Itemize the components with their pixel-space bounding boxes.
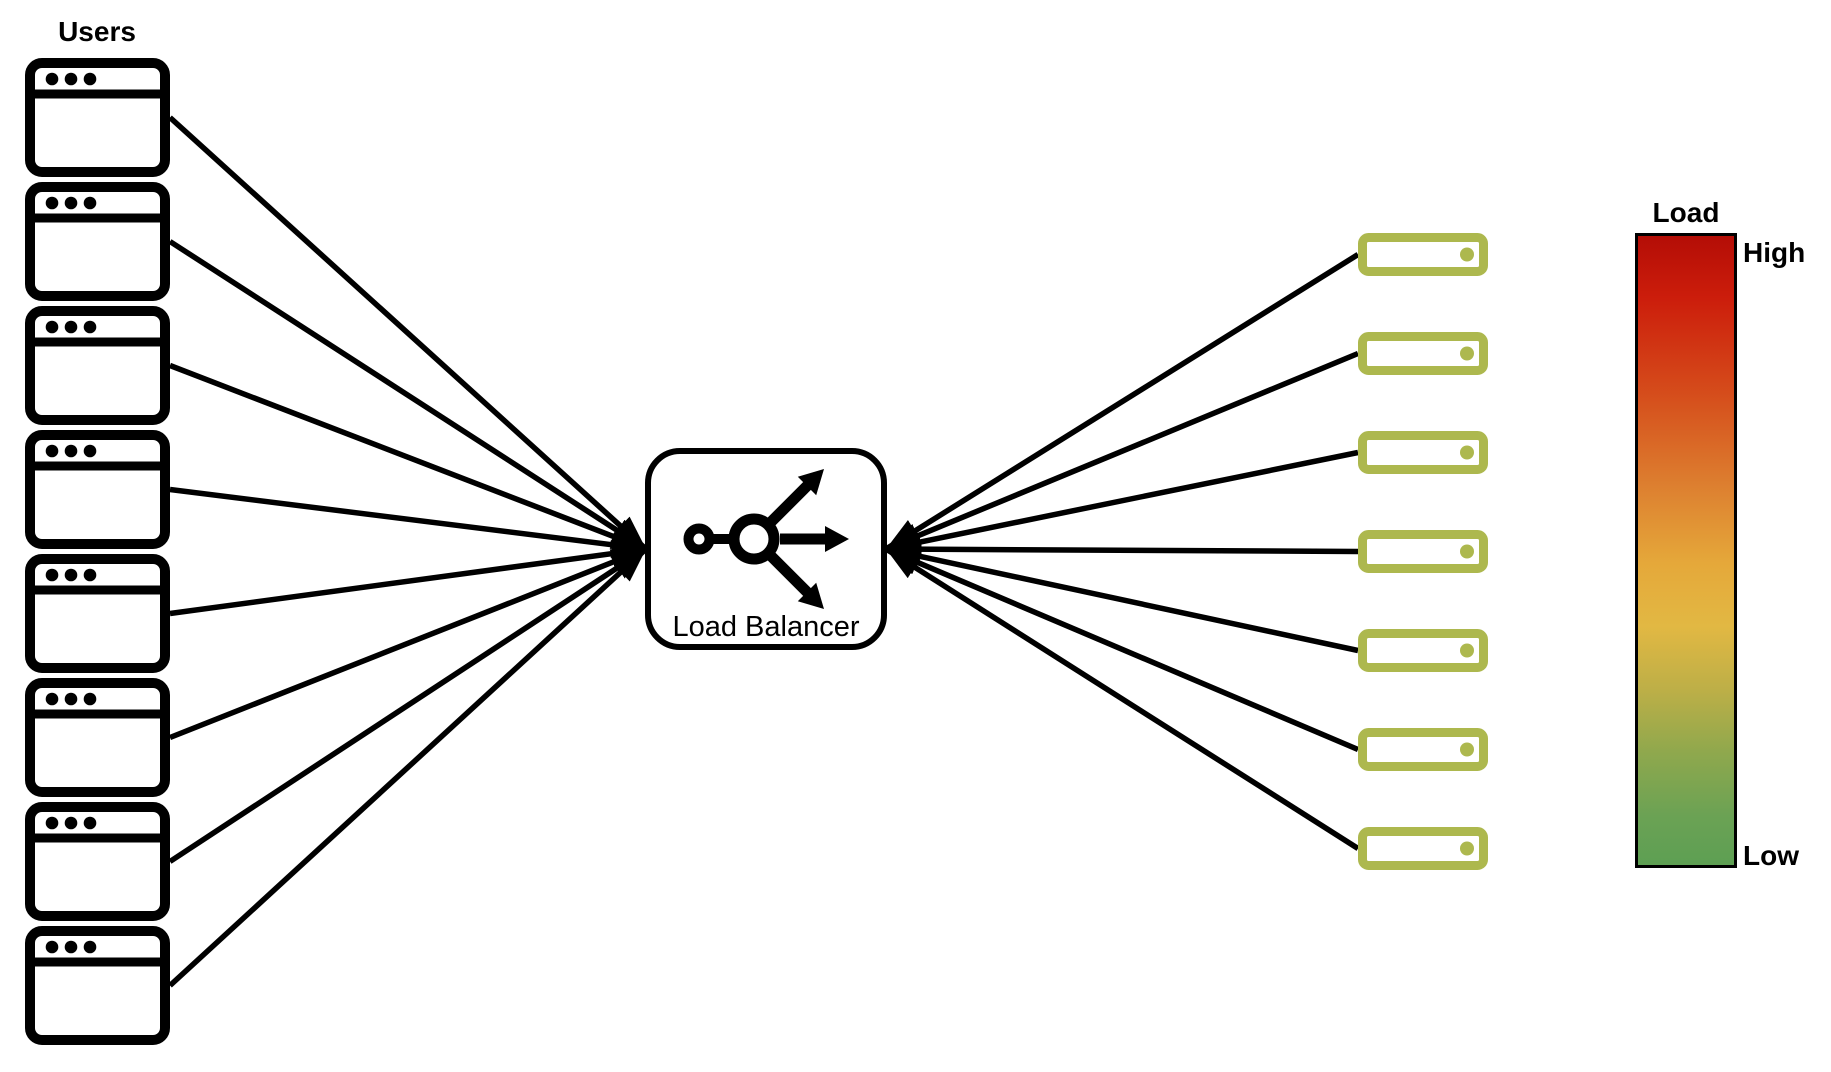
load-balancer-node: Load Balancer [645, 448, 887, 650]
browser-dot-icon [64, 72, 78, 86]
server-icon [1358, 431, 1488, 474]
legend-high-label: High [1743, 237, 1805, 268]
browser-dot-icon [64, 444, 78, 458]
user-browser-icon [25, 58, 170, 177]
browser-dot-icon [83, 692, 97, 706]
browser-dot-icon [45, 816, 59, 830]
browser-dot-icon [45, 196, 59, 210]
browser-dot-icon [45, 692, 59, 706]
server-to-lb-edge [884, 252, 1360, 552]
browser-dot-icon [64, 320, 78, 334]
browser-dot-icon [83, 940, 97, 954]
server-icon [1358, 827, 1488, 870]
users-label: Users [58, 16, 136, 47]
user-browser-icon [25, 802, 170, 921]
user-connections [168, 115, 648, 988]
server-led-icon [1460, 742, 1474, 757]
server-frame [1358, 827, 1488, 870]
browser-dot-icon [83, 444, 97, 458]
browser-dot-icon [64, 196, 78, 210]
server-to-lb-edge [884, 546, 1360, 753]
user-to-lb-edge [169, 486, 647, 558]
server-connections [884, 252, 1360, 851]
server-led-icon [1460, 544, 1474, 559]
server-icon [1358, 728, 1488, 771]
load-legend: Load High Low [1635, 197, 1805, 871]
user-to-lb-edge [168, 115, 648, 552]
legend-title: Load [1653, 197, 1720, 228]
server-to-lb-edge [884, 546, 1360, 851]
server-frame [1358, 530, 1488, 573]
servers-group [1358, 233, 1488, 870]
user-browser-icon [25, 306, 170, 425]
browser-dot-icon [83, 72, 97, 86]
user-to-lb-edge [169, 362, 647, 552]
user-to-lb-edge [168, 546, 648, 741]
user-browser-icon [25, 554, 170, 673]
browser-dot-icon [83, 196, 97, 210]
user-to-lb-edge [169, 540, 647, 617]
server-led-icon [1460, 346, 1474, 361]
user-browser-icon [25, 430, 170, 549]
browser-dot-icon [45, 940, 59, 954]
server-led-icon [1460, 445, 1474, 460]
server-led-icon [1460, 841, 1474, 856]
browser-dot-icon [83, 816, 97, 830]
user-browser-icon [25, 182, 170, 301]
server-frame [1358, 233, 1488, 276]
user-browser-icon [25, 678, 170, 797]
user-to-lb-edge [168, 239, 648, 552]
server-icon [1358, 629, 1488, 672]
load-balancer-icon [683, 469, 849, 609]
browser-dot-icon [83, 568, 97, 582]
server-frame [1358, 332, 1488, 375]
load-balancer-label: Load Balancer [672, 611, 859, 643]
server-icon [1358, 332, 1488, 375]
server-frame [1358, 629, 1488, 672]
server-icon [1358, 233, 1488, 276]
server-frame [1358, 728, 1488, 771]
users-group [25, 58, 170, 1045]
server-to-lb-edge [885, 543, 1359, 654]
user-browser-icon [25, 926, 170, 1045]
user-to-lb-edge [168, 546, 648, 864]
browser-dot-icon [64, 568, 78, 582]
browser-dot-icon [45, 320, 59, 334]
browser-dot-icon [64, 816, 78, 830]
browser-dot-icon [45, 568, 59, 582]
user-to-lb-edge [168, 546, 648, 988]
browser-dot-icon [45, 72, 59, 86]
browser-dot-icon [83, 320, 97, 334]
server-led-icon [1460, 247, 1474, 262]
server-led-icon [1460, 643, 1474, 658]
browser-dot-icon [64, 940, 78, 954]
browser-dot-icon [64, 692, 78, 706]
server-icon [1358, 530, 1488, 573]
server-to-lb-edge [885, 536, 1359, 563]
server-frame [1358, 431, 1488, 474]
server-to-lb-edge [884, 350, 1360, 552]
server-to-lb-edge [885, 449, 1359, 555]
legend-low-label: Low [1743, 840, 1799, 871]
load-gradient-bar [1635, 233, 1737, 868]
browser-dot-icon [45, 444, 59, 458]
